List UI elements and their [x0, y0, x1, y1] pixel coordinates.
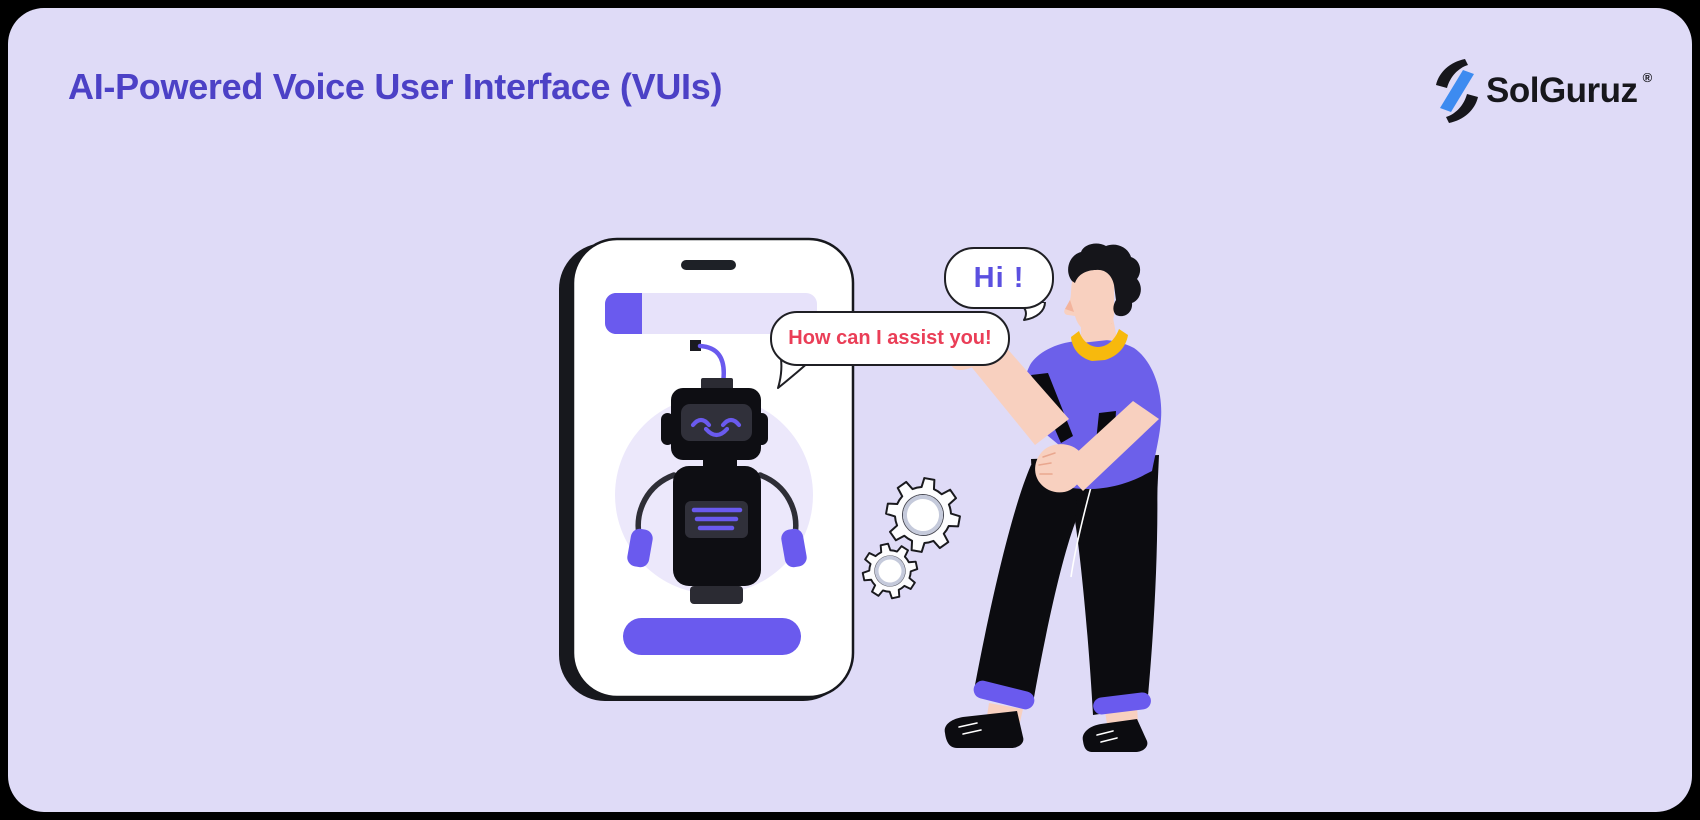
- person-head: [1064, 243, 1141, 361]
- assist-bubble-text: How can I assist you!: [788, 327, 992, 349]
- logo-brand-text: SolGuruz: [1486, 71, 1638, 110]
- person-shoe: [1082, 719, 1148, 752]
- gears-icon: [856, 471, 967, 605]
- person-shoe: [944, 711, 1024, 748]
- pant-cuff: [973, 680, 1035, 710]
- person-right-arm: [1035, 401, 1159, 493]
- person-hair: [1068, 243, 1141, 317]
- robot-eye: [720, 417, 742, 428]
- gear-large: [879, 471, 967, 559]
- solguruz-bolt-icon: [1436, 59, 1478, 123]
- person-nose: [1065, 300, 1074, 312]
- phone-chatbot-illustration: [559, 237, 855, 701]
- robot-eye: [690, 417, 712, 428]
- hi-bubble-text: Hi !: [973, 261, 1025, 294]
- robot-smile: [703, 426, 730, 438]
- pant-cuff: [1093, 692, 1151, 715]
- robot: [627, 340, 807, 604]
- shirt-collar: [1071, 329, 1128, 361]
- robot-hand: [781, 528, 807, 568]
- person-illustration: [941, 243, 1162, 752]
- robot-face-screen: [681, 404, 752, 441]
- robot-base: [690, 586, 743, 604]
- banner-card: AI-Powered Voice User Interface (VUIs) S…: [8, 8, 1692, 812]
- phone-notch: [681, 260, 736, 270]
- person-shirt: [1021, 339, 1162, 490]
- robot-hand: [627, 528, 653, 568]
- page-title: AI-Powered Voice User Interface (VUIs): [68, 66, 723, 107]
- assist-speech-bubble: How can I assist you!: [770, 311, 1010, 366]
- robot-arm: [635, 472, 677, 538]
- search-bar: [605, 293, 817, 334]
- robot-arm: [757, 472, 799, 538]
- gear-small: [856, 537, 924, 605]
- registered-mark: ®: [1642, 69, 1653, 85]
- person-face: [1064, 262, 1114, 334]
- hi-speech-bubble: Hi !: [944, 247, 1054, 309]
- antenna-tip: [690, 340, 701, 351]
- solguruz-logo: SolGuruz ®: [1432, 58, 1653, 124]
- phone-action-button: [623, 618, 801, 655]
